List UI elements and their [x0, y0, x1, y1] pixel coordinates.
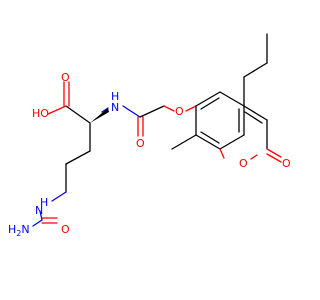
bond-c8-methyl — [171, 134, 197, 150]
bond-carbonyl-ch2 — [139, 105, 165, 118]
atom-urea-amine: H2N — [8, 223, 30, 238]
bond-ring-c8a-c4a — [219, 134, 245, 150]
bond-c8a-ring-o — [219, 148, 225, 159]
bond-ring-c8-c8a-inner — [200, 131, 220, 144]
atom-labels: HO O H N O O O O H N H2N O — [8, 71, 291, 238]
atom-urea-hydrogen: H — [40, 196, 48, 209]
atom-ether-oxygen: O — [175, 105, 184, 118]
atom-urea-amine-n: N — [21, 223, 29, 236]
bonds — [32, 33, 282, 227]
bond-ether-o-ring — [185, 105, 197, 112]
bond-urea-c-nh2 — [32, 219, 43, 227]
atom-amide-nitrogen: N — [111, 101, 119, 114]
atom-amide-oxygen: O — [136, 137, 145, 150]
bond-n-carbonyl — [122, 105, 141, 118]
molecule-structure: HO O H N O O O O H N H2N O — [8, 33, 291, 238]
bond-c3-c4 — [243, 105, 268, 121]
bond-ring-o-c2 — [250, 154, 258, 160]
bond-carboxyl-oh — [47, 105, 67, 115]
bond-cd-n — [51, 191, 67, 202]
atom-urea-nitrogen: N — [35, 204, 43, 217]
atom-carboxyl-hydroxyl: HO — [32, 107, 49, 120]
bond-ch2-ether-o — [163, 105, 175, 112]
atom-amide-hydrogen: H — [111, 90, 119, 103]
bond-c2-lactone-o-1 — [266, 148, 282, 158]
bond-alpha-carboxyl — [65, 105, 91, 124]
stereo-wedge-bond — [90, 108, 109, 123]
atom-urea-oxygen: O — [61, 223, 70, 236]
atom-urea-amine-count: 2 — [16, 229, 21, 238]
atom-lactone-oxygen: O — [282, 157, 291, 170]
atom-ring-oxygen: O — [239, 157, 248, 170]
bond-alpha-n — [101, 107, 109, 113]
bond-ring-c8-c8a — [195, 134, 221, 150]
bond-c2-lactone-o-2 — [266, 153, 282, 163]
bond-c3-c4-inner — [244, 111, 263, 124]
atom-urea-amine-h: H — [8, 223, 16, 236]
bond-ring-c6-c7-inner — [200, 97, 220, 110]
atom-carboxyl-oxygen: O — [61, 71, 70, 84]
bond-ring-c5-c6 — [219, 91, 245, 107]
bond-propyl-2 — [243, 62, 268, 78]
bond-cb-cg — [65, 150, 91, 165]
bond-ring-c6-c7 — [195, 91, 221, 107]
